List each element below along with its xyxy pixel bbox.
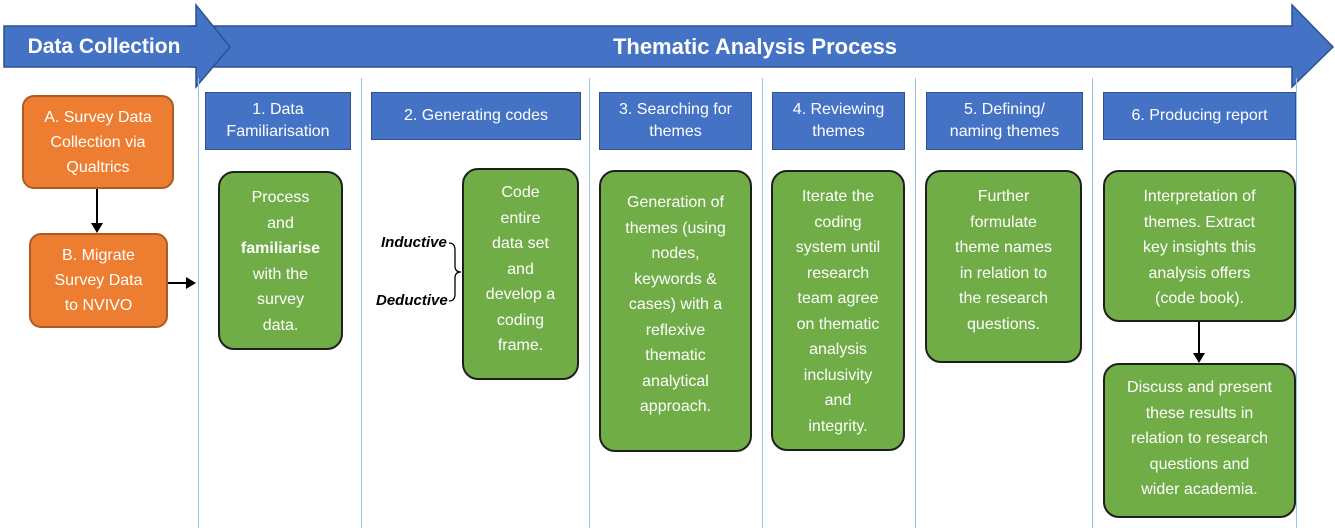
- step-6-header-text: 6. Producing report: [1131, 107, 1268, 124]
- step-1-body-text: Process and familiarise with the survey …: [240, 189, 321, 334]
- migrate-data-text: B. Migrate Survey Data to NVIVO: [54, 247, 143, 314]
- column-divider: [762, 78, 763, 528]
- column-divider: [1296, 78, 1297, 528]
- deductive-label: Deductive: [376, 292, 448, 309]
- step-5-body: Further formulate theme names in relatio…: [925, 170, 1082, 363]
- step-4-body: Iterate the coding system until research…: [771, 170, 905, 451]
- step-4-header: 4. Reviewing themes: [772, 92, 905, 150]
- step-2-header: 2. Generating codes: [371, 92, 581, 140]
- thematic-process-title: Thematic Analysis Process: [612, 33, 898, 59]
- step-1-header: 1. Data Familiarisation: [205, 92, 351, 150]
- step-6-discuss-text: Discuss and present these results in rel…: [1127, 379, 1272, 498]
- survey-collection-text: A. Survey Data Collection via Qualtrics: [44, 108, 152, 176]
- thematic-process-arrow: [189, 3, 1335, 89]
- step-5-header: 5. Defining/ naming themes: [926, 92, 1083, 150]
- step-4-body-text: Iterate the coding system until research…: [795, 188, 881, 435]
- data-collection-title: Data Collection: [27, 34, 181, 58]
- column-divider: [915, 78, 916, 528]
- connector-b-to-steps-head: [186, 277, 196, 289]
- column-divider: [589, 78, 590, 528]
- step-5-header-text: 5. Defining/ naming themes: [949, 101, 1060, 140]
- step-6-discuss-body: Discuss and present these results in rel…: [1103, 363, 1296, 518]
- survey-collection-box: A. Survey Data Collection via Qualtrics: [22, 95, 174, 189]
- step-2-body-text: Code entire data set and develop a codin…: [485, 184, 556, 354]
- step-1-header-text: 1. Data Familiarisation: [226, 101, 330, 140]
- step-1-body: Process and familiarise with the survey …: [218, 171, 343, 350]
- step-2-body: Code entire data set and develop a codin…: [462, 168, 579, 380]
- data-collection-arrow: [3, 2, 231, 90]
- step-5-body-text: Further formulate theme names in relatio…: [955, 188, 1052, 333]
- step-2-header-text: 2. Generating codes: [403, 107, 549, 124]
- column-divider: [361, 78, 362, 528]
- step-6-body-text: Interpretation of themes. Extract key in…: [1143, 188, 1256, 307]
- step-6-body: Interpretation of themes. Extract key in…: [1103, 170, 1296, 322]
- connector-report-to-discuss-head: [1193, 353, 1205, 363]
- step-4-header-text: 4. Reviewing themes: [792, 101, 885, 140]
- column-divider: [198, 78, 199, 528]
- migrate-data-box: B. Migrate Survey Data to NVIVO: [29, 233, 168, 328]
- step-6-header: 6. Producing report: [1103, 92, 1296, 140]
- connector-a-to-b-head: [91, 223, 103, 233]
- column-divider: [1092, 78, 1093, 528]
- step-3-header: 3. Searching for themes: [599, 92, 752, 150]
- step-3-header-text: 3. Searching for themes: [619, 101, 732, 140]
- coding-bracket: [448, 242, 462, 302]
- inductive-label: Inductive: [381, 234, 447, 251]
- step-3-body-text: Generation of themes (using nodes, keywo…: [625, 194, 726, 415]
- step-3-body: Generation of themes (using nodes, keywo…: [599, 170, 752, 452]
